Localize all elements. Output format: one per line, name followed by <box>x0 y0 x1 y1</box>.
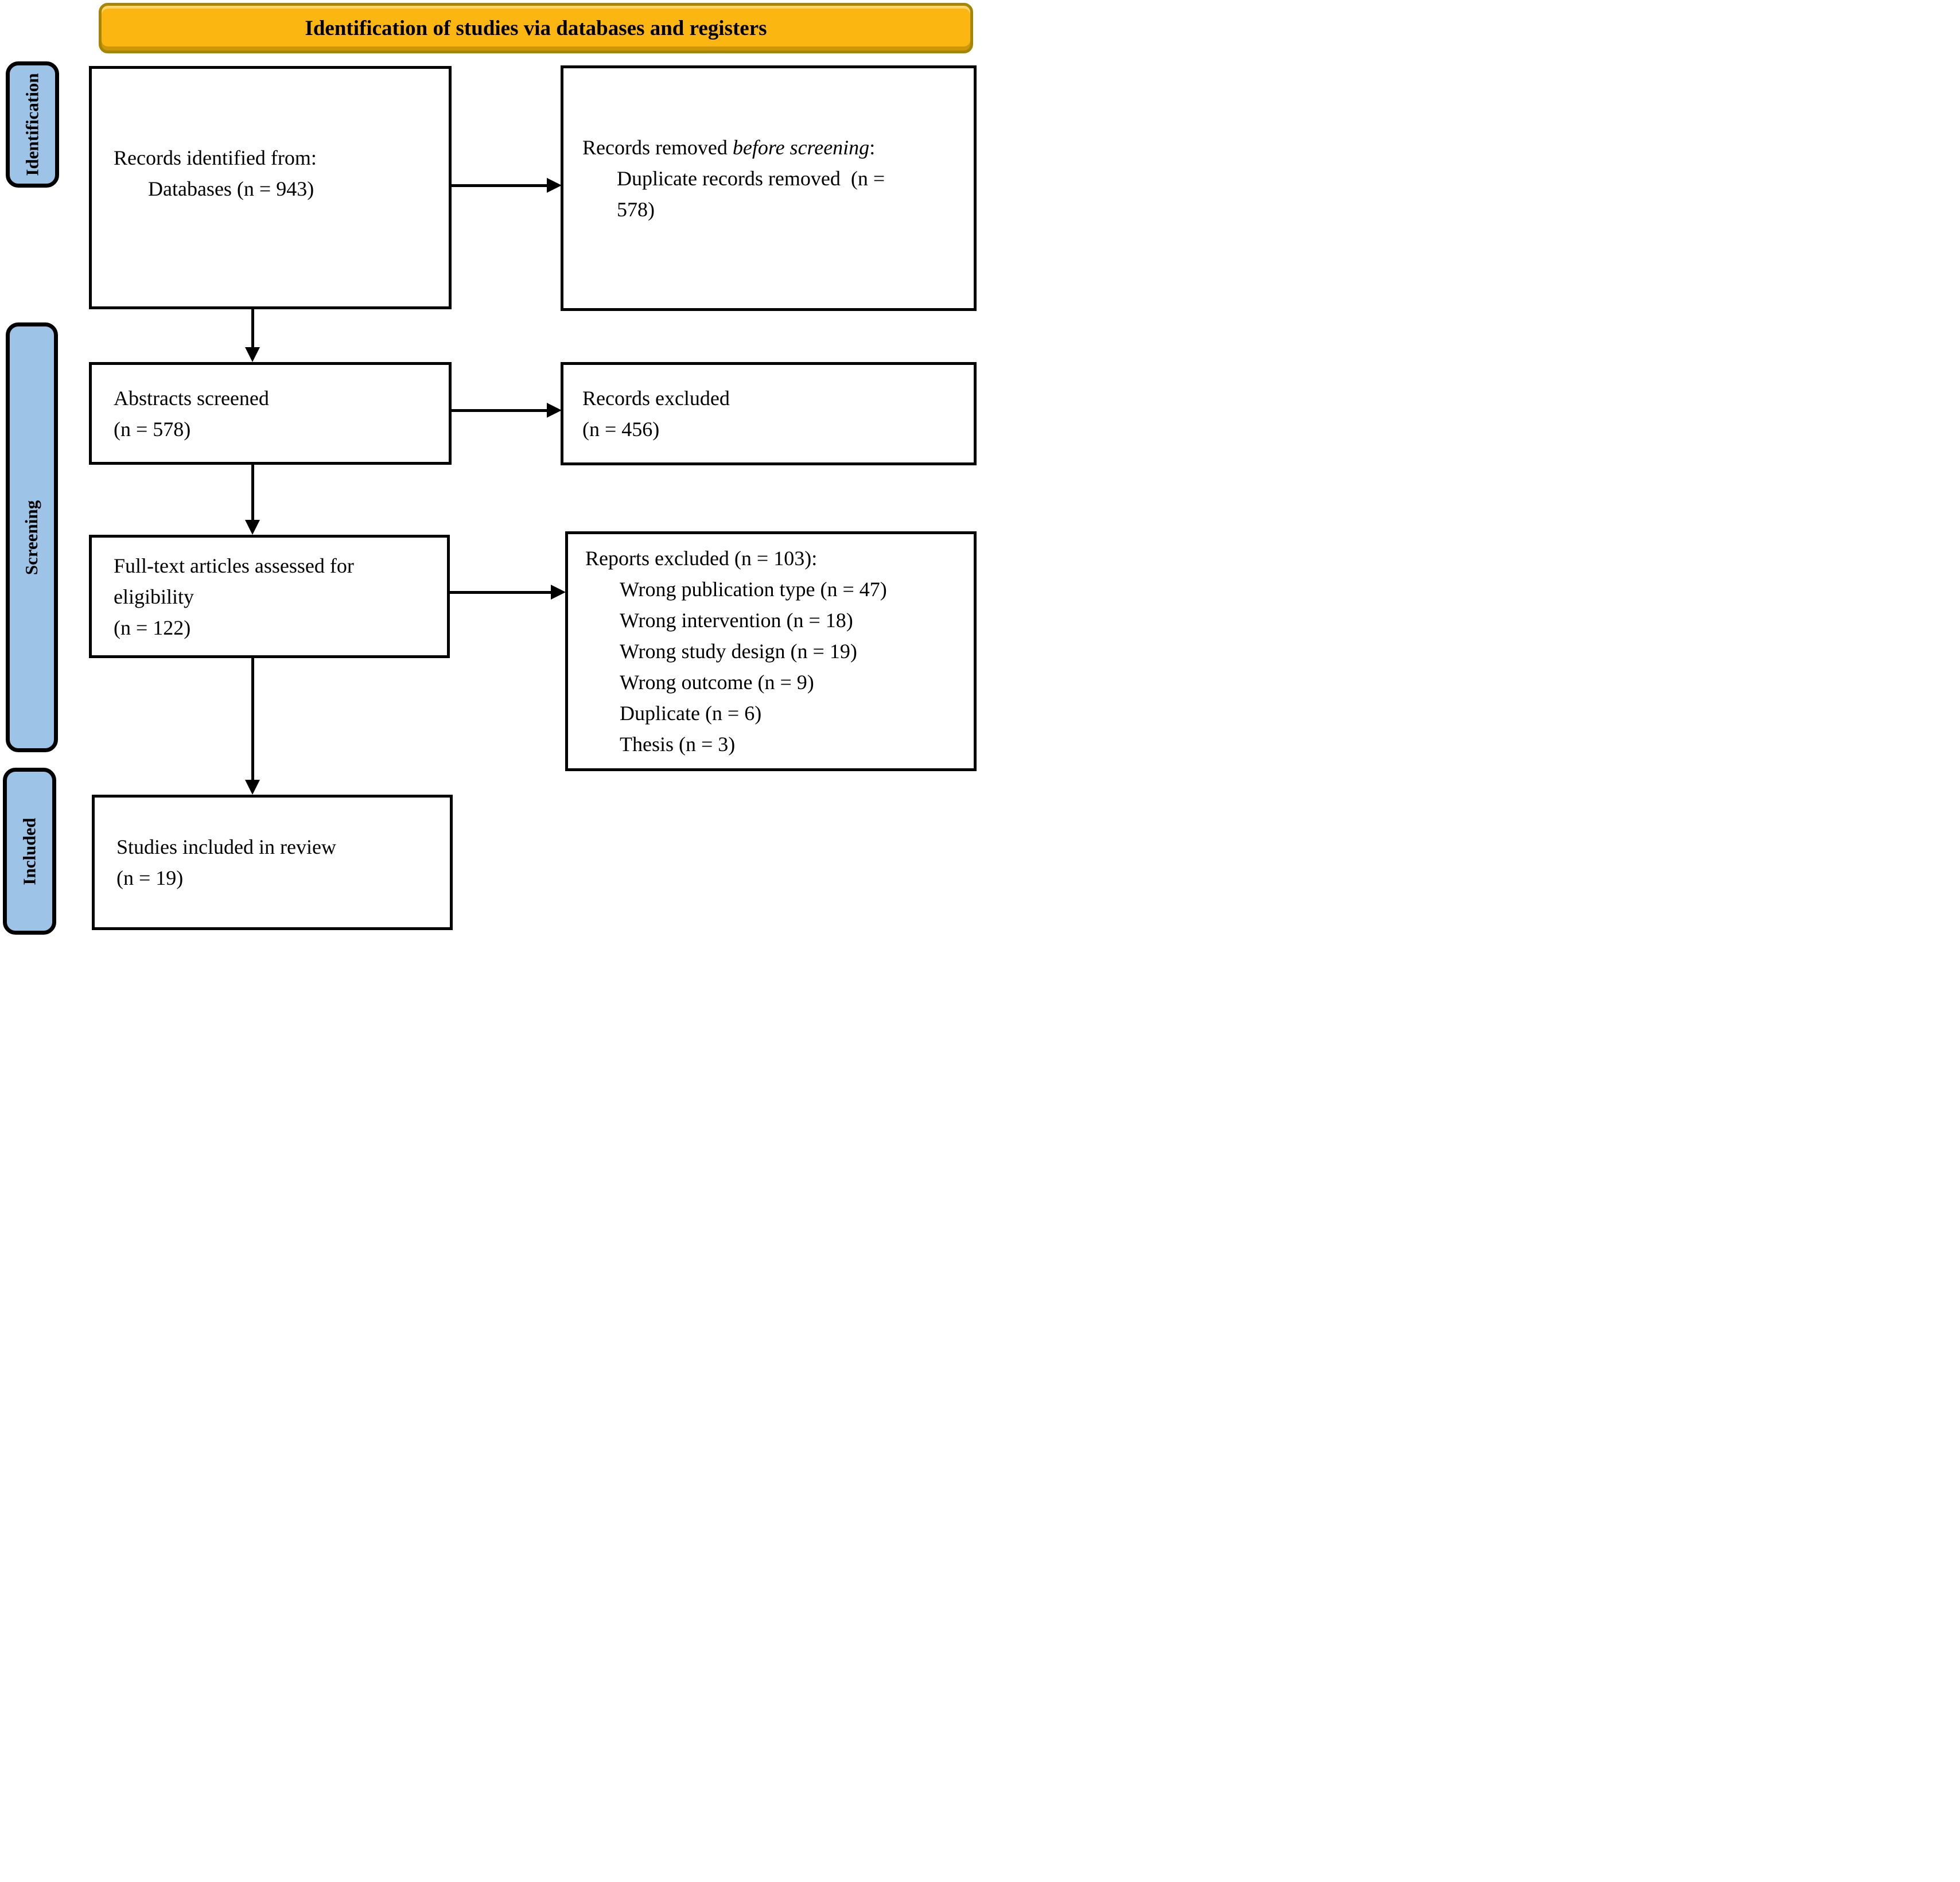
prisma-flow-diagram: Identification of studies via databases … <box>0 0 980 941</box>
arrow-shaft <box>251 465 254 521</box>
arrow-down-icon <box>245 520 260 535</box>
studies-included-line2: (n = 19) <box>116 866 184 889</box>
abstracts-screened-line2: (n = 578) <box>114 417 191 441</box>
box-fulltext-assessed: Full-text articles assessed for eligibil… <box>89 535 450 658</box>
arrow-right-icon <box>547 403 562 418</box>
arrow-down-icon <box>245 780 260 795</box>
reports-excluded-item: Thesis (n = 3) <box>620 733 736 756</box>
records-identified-line2: Databases (n = 943) <box>148 177 314 200</box>
reports-excluded-item: Wrong study design (n = 19) <box>620 640 857 663</box>
arrow-shaft <box>452 409 548 412</box>
fulltext-line2: eligibility <box>114 585 194 608</box>
box-abstracts-screened: Abstracts screened (n = 578) <box>89 362 452 465</box>
stage-label-screening: Screening <box>6 322 58 752</box>
box-reports-excluded: Reports excluded (n = 103): Wrong public… <box>565 531 977 771</box>
records-removed-line1: Records removed before screening: <box>582 132 958 163</box>
arrow-shaft <box>251 309 254 348</box>
arrow-right-icon <box>547 178 562 193</box>
reports-excluded-title: Reports excluded (n = 103): <box>585 547 818 570</box>
stage-label-identification-text: Identification <box>22 73 42 176</box>
box-records-removed: Records removed before screening: Duplic… <box>561 65 977 311</box>
reports-excluded-item: Wrong publication type (n = 47) <box>620 578 887 601</box>
records-identified-line1: Records identified from: <box>114 146 317 169</box>
arrow-down-icon <box>245 347 260 362</box>
stage-label-identification: Identification <box>6 61 59 188</box>
records-removed-line2: Duplicate records removed (n = <box>617 166 885 190</box>
records-removed-line1-normal: Records removed <box>582 135 733 159</box>
records-removed-line1-italic: before screening <box>732 135 870 159</box>
arrow-shaft <box>251 658 254 781</box>
studies-included-line1: Studies included in review <box>116 835 336 858</box>
fulltext-line1: Full-text articles assessed for <box>114 554 354 577</box>
arrow-shaft <box>452 184 548 187</box>
records-removed-line1-suffix: : <box>869 135 876 159</box>
arrow-right-icon <box>551 585 566 600</box>
fulltext-line3: (n = 122) <box>114 616 191 639</box>
reports-excluded-item: Wrong intervention (n = 18) <box>620 609 853 632</box>
banner: Identification of studies via databases … <box>99 3 973 53</box>
stage-label-screening-text: Screening <box>21 500 42 575</box>
box-records-excluded: Records excluded (n = 456) <box>561 362 977 465</box>
records-excluded-line1: Records excluded <box>582 387 730 410</box>
reports-excluded-item: Duplicate (n = 6) <box>620 702 762 725</box>
reports-excluded-item: Wrong outcome (n = 9) <box>620 671 814 694</box>
banner-title: Identification of studies via databases … <box>305 16 767 40</box>
arrow-shaft <box>450 591 552 594</box>
box-records-identified: Records identified from: Databases (n = … <box>89 66 452 309</box>
records-removed-line3: 578) <box>617 197 655 221</box>
stage-label-included: Included <box>3 768 56 935</box>
stage-label-included-text: Included <box>19 817 40 885</box>
box-studies-included: Studies included in review (n = 19) <box>92 795 453 930</box>
records-excluded-line2: (n = 456) <box>582 418 660 441</box>
abstracts-screened-line1: Abstracts screened <box>114 386 269 410</box>
